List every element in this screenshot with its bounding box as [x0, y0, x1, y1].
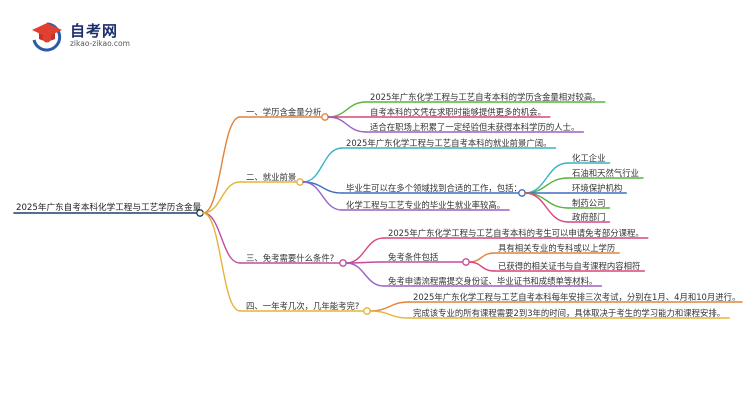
branch-connector-1	[202, 116, 241, 214]
graduation-cap-icon	[32, 22, 62, 52]
leaf-label-3-2: 免考条件包括	[388, 252, 439, 262]
leaf-connector-3-3	[345, 262, 385, 287]
branch-node-2[interactable]	[296, 178, 304, 186]
leaf-connector-3-1	[345, 237, 385, 264]
leaf-connector-1-1	[327, 101, 367, 118]
leaf-label-1-2: 自考本科的文凭在求职时能够提供更多的机会。	[370, 107, 546, 117]
sub-leaf-connector-2-2-2	[524, 177, 569, 194]
leaf-label-2-2: 毕业生可以在多个领域找到合适的工作，包括：	[346, 183, 522, 193]
sub-leaf-label-2-2-5: 政府部门	[572, 212, 606, 222]
leaf-label-4-1: 2025年广东化学工程与工艺自考本科每年安排三次考试，分别在1月、4月和10月进…	[413, 292, 741, 302]
branch-node-3[interactable]	[339, 259, 347, 267]
leaf-label-2-3: 化学工程与工艺专业的毕业生就业率较高。	[346, 200, 506, 210]
sub-leaf-label-2-2-3: 环境保护机构	[572, 183, 623, 193]
branch-label-2: 二、就业前景	[246, 172, 297, 182]
leaf-connector-2-1	[302, 147, 343, 183]
branch-connector-4	[202, 212, 241, 312]
branch-label-3: 三、免考需要什么条件?	[246, 253, 335, 263]
leaf-connector-1-3	[327, 116, 367, 133]
sub-leaf-connector-3-2-1	[468, 252, 495, 263]
branch-node-4[interactable]	[363, 307, 371, 315]
sub-leaf-label-2-2-2: 石油和天然气行业	[572, 168, 639, 178]
branch-label-4: 四、一年考几次，几年能考完?	[246, 301, 360, 311]
leaf-label-4-2: 完成该专业的所有课程需要2到3年的时间，具体取决于考生的学习能力和课程安排。	[413, 308, 726, 318]
leaf-label-3-3: 免考申请流程需提交身份证、毕业证书和成绩单等材料。	[388, 276, 598, 286]
leaf-connector-2-3	[302, 181, 343, 211]
sub-leaf-label-2-2-1: 化工企业	[572, 153, 606, 163]
logo-title: 自考网	[70, 22, 119, 40]
sub-leaf-connector-3-2-2	[468, 261, 495, 272]
branch-connector-3	[202, 212, 241, 264]
branch-connector-2	[202, 181, 241, 214]
leaf-label-2-1: 2025年广东化学工程与工艺自考本科的就业前景广阔。	[346, 138, 552, 148]
sub-node-3-2[interactable]	[462, 258, 470, 266]
sub-leaf-label-3-2-2: 已获得的相关证书与自考课程内容相符	[498, 261, 641, 271]
leaf-label-1-1: 2025年广东化学工程与工艺自考本科的学历含金量相对较高。	[370, 92, 601, 102]
branch-node-1[interactable]	[321, 113, 329, 121]
leaf-label-1-3: 适合在职场上积累了一定经验但未获得本科学历的人士。	[370, 122, 580, 132]
sub-leaf-connector-2-2-4	[524, 192, 569, 209]
sub-leaf-label-3-2-1: 具有相关专业的专科或以上学历	[498, 243, 616, 253]
sub-leaf-label-2-2-4: 制药公司	[572, 198, 606, 208]
leaf-connector-4-2	[369, 310, 410, 319]
leaf-label-3-1: 2025年广东化学工程与工艺自考本科的考生可以申请免考部分课程。	[388, 228, 644, 238]
logo-subtitle: zikao-zikao.com	[70, 39, 130, 48]
sub-leaf-connector-2-2-5	[524, 192, 569, 223]
branch-label-1: 一、学历含金量分析	[246, 107, 322, 117]
root-node-label: 2025年广东自考本科化学工程与工艺学历含金量	[16, 203, 202, 213]
site-logo[interactable]: 自考网 zikao-zikao.com	[28, 18, 168, 52]
leaf-connector-4-1	[369, 301, 410, 312]
